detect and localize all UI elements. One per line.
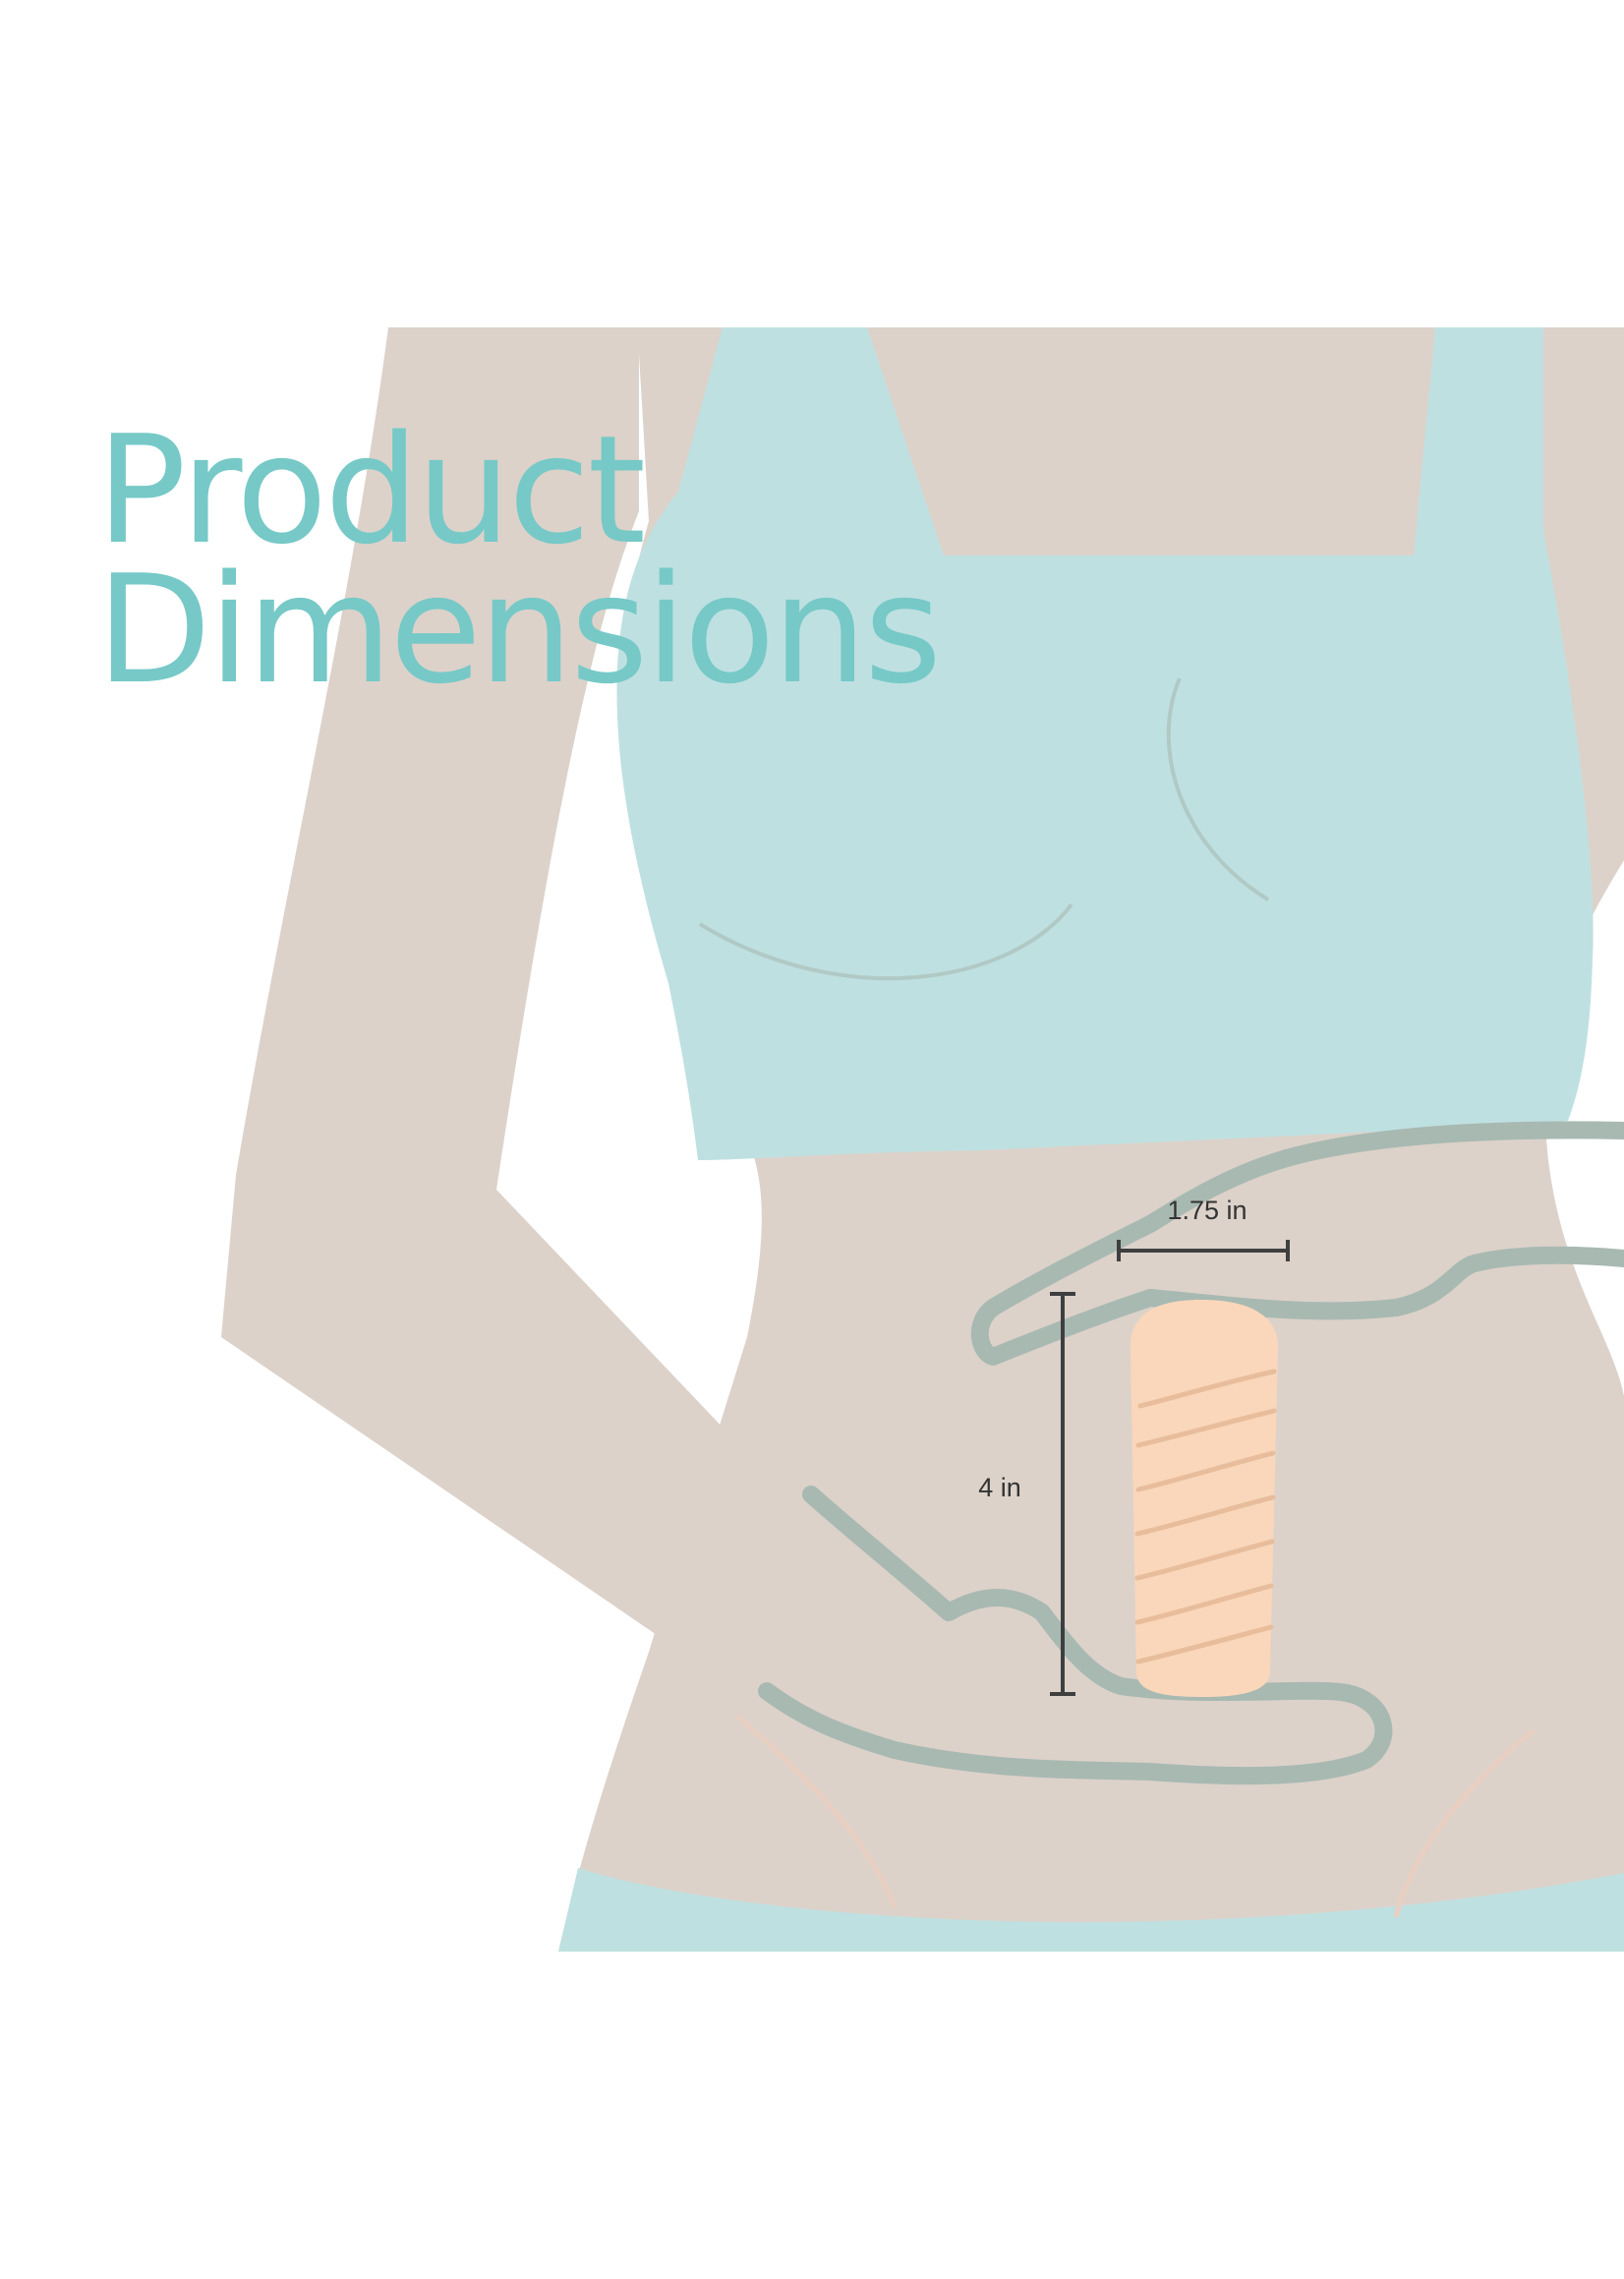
hip-contour-line <box>735 1714 898 1908</box>
title-line-2: Dimensions <box>96 543 942 717</box>
bra-top <box>616 327 1594 1160</box>
left-arm-skin <box>221 327 993 1730</box>
bottom-hand-outline <box>758 1486 1393 1785</box>
product-ridges <box>1134 1369 1277 1665</box>
width-label: 1.75 in <box>1167 1196 1247 1225</box>
bra-contour-line <box>1166 677 1270 902</box>
page-title: Product Dimensions <box>96 403 942 717</box>
width-measurement: 1.75 in <box>1117 1196 1290 1261</box>
bra-contour-line <box>698 903 1073 980</box>
height-label: 4 in <box>978 1473 1021 1502</box>
top-hand-outline <box>970 1121 1624 1366</box>
hip-contour-line <box>1393 1728 1536 1918</box>
title-line-1: Product <box>96 403 646 577</box>
underwear-band <box>558 1868 1624 1952</box>
product-sleeve <box>1131 1300 1278 1697</box>
product-body <box>1131 1300 1278 1697</box>
height-measurement: 4 in <box>978 1292 1075 1696</box>
